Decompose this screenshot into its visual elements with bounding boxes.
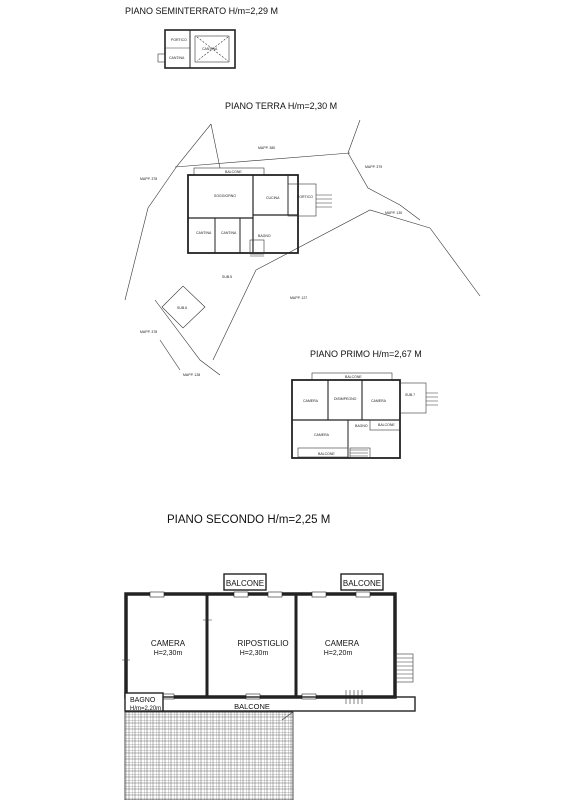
second-balcone-top-left-label: BALCONE (226, 579, 264, 588)
first-camera1-label: CAMERA (303, 399, 319, 403)
first-camera3-label: CAMERA (314, 433, 330, 437)
ground-cucina-label: CUCINA (266, 196, 280, 200)
title-second: PIANO SECONDO H/m=2,25 M (167, 514, 330, 526)
second-balcone-bottom-label: BALCONE (234, 702, 270, 711)
first-balcone-bottom-label: BALCONE (318, 452, 335, 456)
second-camera-right-label: CAMERA (325, 639, 360, 648)
second-bagno-label: BAGNO (130, 697, 156, 704)
title-basement: PIANO SEMINTERRATO H/m=2,29 M (125, 6, 278, 16)
second-camera-right-height: H=2,20m (324, 650, 353, 657)
ground-mapp-378a: MAPP. 378 (140, 177, 157, 181)
second-camera-left-label: CAMERA (151, 639, 186, 648)
ground-mapp-379: MAPP. 379 (365, 165, 382, 169)
ground-plan: SUB.6 BALCONE SOGGIORNO CUCINA PORTICO C… (124, 119, 481, 377)
basement-plan: PORTICO CANTINA CANTINA (157, 29, 236, 69)
ground-bagno-label: BAGNO (258, 234, 271, 238)
second-ripostiglio-height: H=2,30m (240, 650, 269, 657)
title-first: PIANO PRIMO H/m=2,67 M (310, 349, 422, 359)
first-sub-label: SUB.7 (405, 393, 415, 397)
ground-mapp-380: MAPP. 380 (258, 146, 275, 150)
ground-cantina1-label: CANTINA (196, 231, 212, 235)
first-disimpegno-label: DISIMPEGNO (334, 397, 357, 401)
first-camera2-label: CAMERA (371, 399, 387, 403)
basement-cantina-side-label: CANTINA (169, 56, 185, 60)
basement-cantina-main-label: CANTINA (202, 47, 218, 51)
second-camera-left-height: H=2,30m (154, 650, 183, 657)
first-bagno-label: BAGNO (355, 424, 368, 428)
second-bagno-height: H/m=2,20m (130, 706, 161, 712)
ground-mapp-378b: MAPP. 378 (140, 330, 157, 334)
roof-tiles (124, 711, 294, 800)
first-floor-plan: BALCONE CAMERA DISIMPEGNO CAMERA CAMERA … (291, 372, 438, 459)
ground-mapp-130: MAPP. 130 (385, 211, 402, 215)
second-balcone-top-right-label: BALCONE (343, 579, 381, 588)
second-floor-plan: BALCONE BALCONE CAMERA H=2,30m RIPOSTIGL… (122, 573, 416, 800)
ground-soggiorno-label: SOGGIORNO (214, 194, 236, 198)
ground-sub-label: SUB.5 (222, 275, 232, 279)
basement-portico-label: PORTICO (171, 38, 187, 42)
ground-mapp-128: MAPP. 128 (183, 373, 200, 377)
first-balcone-top-label: BALCONE (345, 375, 362, 379)
ground-balcone-label: BALCONE (225, 170, 242, 174)
title-ground: PIANO TERRA H/m=2,30 M (225, 101, 337, 111)
ground-mapp-127: MAPP. 127 (290, 296, 307, 300)
second-ripostiglio-label: RIPOSTIGLIO (237, 639, 288, 648)
ground-cantina2-label: CANTINA (221, 231, 237, 235)
ground-sub2-label: SUB.6 (177, 306, 187, 310)
first-balcone-right-label: BALCONE (378, 423, 395, 427)
ground-portico-label: PORTICO (297, 195, 313, 199)
